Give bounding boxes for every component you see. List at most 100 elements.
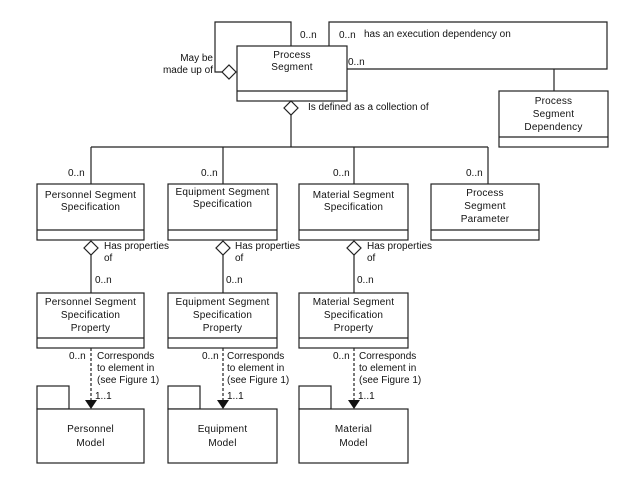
label-line: of xyxy=(104,253,113,264)
label-line: to element in xyxy=(359,363,417,374)
corresponds-target-multiplicity-material: 1..1 xyxy=(358,391,375,402)
label-line: Segment xyxy=(464,201,506,212)
corresponds-source-multiplicity-equipment: 0..n xyxy=(202,351,219,362)
package-label-material-model: Material Model xyxy=(299,423,408,451)
class-label-personnel-segment-specification-property: Personnel Segment Specification Property xyxy=(37,296,144,335)
dependency-association-line xyxy=(328,21,608,70)
class-label-equipment-segment-specification: Equipment Segment Specification xyxy=(168,187,277,211)
label-line: to element in xyxy=(97,363,155,374)
class-process-segment-parameter[interactable] xyxy=(430,183,540,241)
label-line: Dependency xyxy=(524,122,583,133)
label-line: Has properties xyxy=(235,241,301,252)
label-line: Specification xyxy=(192,199,253,210)
class-label-equipment-segment-specification-property: Equipment Segment Specification Property xyxy=(168,296,277,335)
class-material-segment-specification-property[interactable] xyxy=(298,292,409,349)
dependency-label: has an execution dependency on xyxy=(364,29,511,40)
label-line: Specification xyxy=(323,310,384,321)
label-line: of xyxy=(235,253,244,264)
aggregation-diamond-collection xyxy=(283,100,299,116)
corresponds-source-multiplicity-personnel: 0..n xyxy=(69,351,86,362)
label-line: Property xyxy=(333,323,374,334)
has-properties-label-personnel: Has properties of xyxy=(104,241,169,265)
package-material-model[interactable] xyxy=(298,385,409,464)
package-label-equipment-model: Equipment Model xyxy=(168,423,277,451)
label-line: Has properties xyxy=(104,241,170,252)
label-line: of xyxy=(367,253,376,264)
corresponds-label-equipment: Corresponds to element in (see Figure 1) xyxy=(227,351,289,387)
class-label-personnel-segment-specification: Personnel Segment Specification xyxy=(37,190,144,214)
label-line: Segment xyxy=(532,109,575,120)
label-line: May be xyxy=(180,53,213,64)
label-line: Corresponds xyxy=(227,351,285,362)
corresponds-target-multiplicity-personnel: 1..1 xyxy=(95,391,112,402)
class-process-segment[interactable] xyxy=(236,45,348,102)
has-properties-multiplicity-material: 0..n xyxy=(357,275,374,286)
aggregation-diamond-equipment xyxy=(215,240,231,256)
label-line: made up of xyxy=(162,65,213,76)
label-line: Material Segment xyxy=(312,297,395,308)
corresponds-source-multiplicity-material: 0..n xyxy=(333,351,350,362)
label-line: Process xyxy=(273,50,311,61)
self-association-label: May be made up of xyxy=(150,53,213,77)
class-personnel-segment-specification[interactable] xyxy=(36,183,145,241)
label-line: Equipment Segment xyxy=(175,297,270,308)
collection-multiplicity-equipment: 0..n xyxy=(201,168,218,179)
has-properties-label-material: Has properties of xyxy=(367,241,432,265)
dependency-multiplicity-right: 0..n xyxy=(348,57,365,68)
corresponds-target-multiplicity-equipment: 1..1 xyxy=(227,391,244,402)
label-line: Property xyxy=(202,323,243,334)
class-label-process-segment-parameter: Process Segment Parameter xyxy=(431,187,539,226)
arrowhead-personnel xyxy=(85,400,97,409)
self-association-line xyxy=(214,21,292,73)
label-line: Equipment xyxy=(197,424,248,435)
has-properties-multiplicity-equipment: 0..n xyxy=(226,275,243,286)
label-line: Property xyxy=(70,323,111,334)
arrowhead-equipment xyxy=(217,400,229,409)
aggregation-diamond-personnel xyxy=(83,240,99,256)
label-line: Specification xyxy=(60,310,121,321)
aggregation-diamond-self xyxy=(221,64,237,80)
dependency-multiplicity-top: 0..n xyxy=(339,30,356,41)
collection-multiplicity-material: 0..n xyxy=(333,168,350,179)
label-line: Personnel Segment xyxy=(44,297,137,308)
label-line: (see Figure 1) xyxy=(97,375,160,386)
label-line: Process xyxy=(534,96,573,107)
collection-multiplicity-parameter: 0..n xyxy=(466,168,483,179)
has-properties-label-equipment: Has properties of xyxy=(235,241,300,265)
class-label-material-segment-specification-property: Material Segment Specification Property xyxy=(299,296,408,335)
corresponds-label-personnel: Corresponds to element in (see Figure 1) xyxy=(97,351,159,387)
label-line: Corresponds xyxy=(359,351,417,362)
aggregation-diamond-material xyxy=(346,240,362,256)
label-line: Has properties xyxy=(367,241,433,252)
package-personnel-model[interactable] xyxy=(36,385,145,464)
label-line: Material Segment xyxy=(312,190,395,201)
class-equipment-segment-specification-property[interactable] xyxy=(167,292,278,349)
label-line: (see Figure 1) xyxy=(359,375,422,386)
class-label-material-segment-specification: Material Segment Specification xyxy=(299,190,408,214)
label-line: Process xyxy=(466,188,504,199)
label-line: Model xyxy=(208,438,237,449)
label-line: Material xyxy=(334,424,373,435)
arrowhead-material xyxy=(348,400,360,409)
label-line: (see Figure 1) xyxy=(227,375,290,386)
corresponds-label-material: Corresponds to element in (see Figure 1) xyxy=(359,351,421,387)
package-equipment-model[interactable] xyxy=(167,385,278,464)
label-line: Model xyxy=(339,438,368,449)
label-line: Model xyxy=(76,438,105,449)
self-multiplicity: 0..n xyxy=(300,30,317,41)
class-process-segment-dependency[interactable] xyxy=(498,90,609,148)
label-line: Specification xyxy=(60,202,121,213)
class-equipment-segment-specification[interactable] xyxy=(167,183,278,241)
label-line: Personnel xyxy=(67,424,114,435)
has-properties-multiplicity-personnel: 0..n xyxy=(95,275,112,286)
package-label-personnel-model: Personnel Model xyxy=(37,423,144,451)
label-line: Segment xyxy=(271,62,313,73)
label-line: Parameter xyxy=(460,214,510,225)
class-label-process-segment-dependency: Process Segment Dependency xyxy=(499,95,608,134)
label-line: Specification xyxy=(323,202,384,213)
class-material-segment-specification[interactable] xyxy=(298,183,409,241)
collection-label: Is defined as a collection of xyxy=(308,102,429,113)
class-personnel-segment-specification-property[interactable] xyxy=(36,292,145,349)
label-line: Personnel Segment xyxy=(44,190,137,201)
